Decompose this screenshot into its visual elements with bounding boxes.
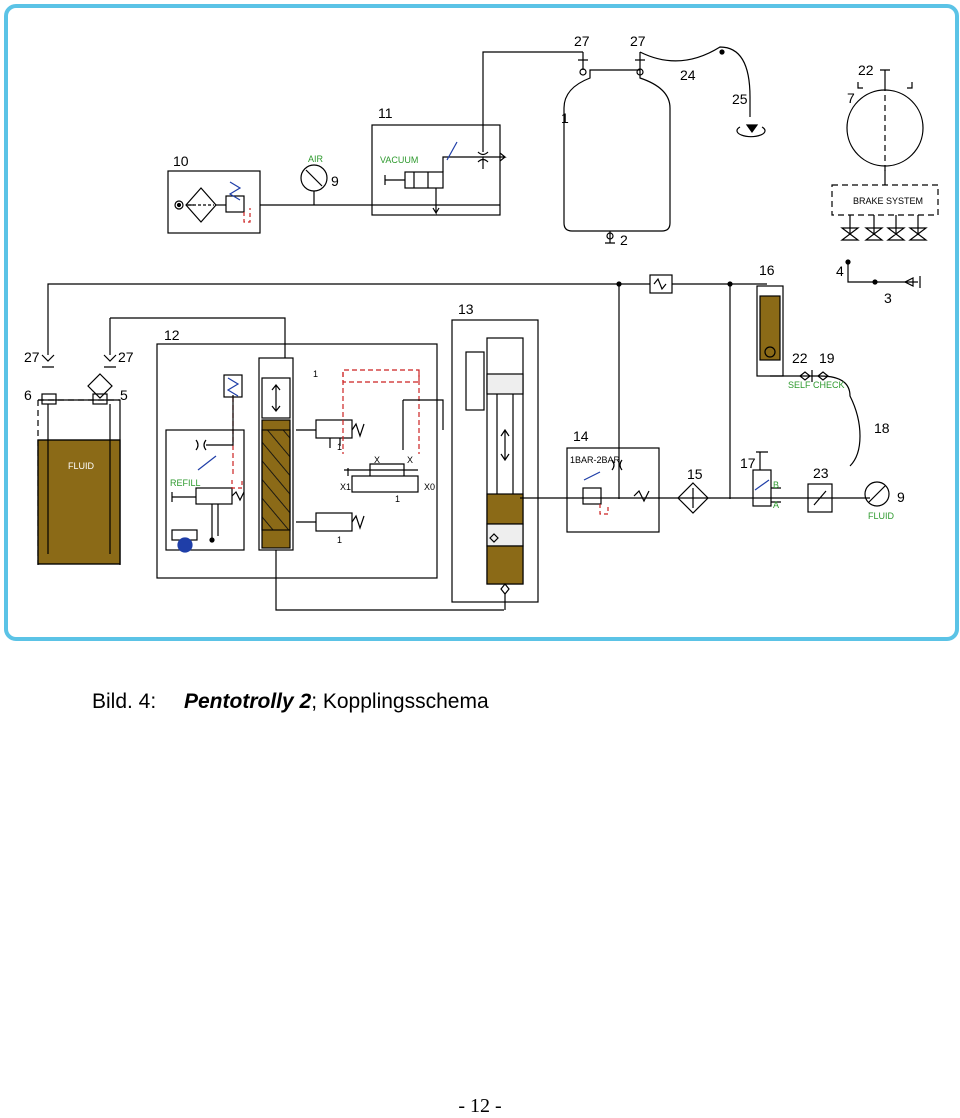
label-x1: X1 (340, 482, 351, 492)
label-x: X (374, 455, 380, 465)
label-v1c: 1 (395, 494, 400, 504)
label-27b: 27 (630, 33, 646, 49)
label-fluid-gauge: FLUID (868, 511, 895, 521)
fluid-tank (37, 439, 121, 565)
label-11: 11 (378, 105, 393, 121)
label-25: 25 (732, 91, 748, 107)
label-10: 10 (173, 153, 189, 169)
filter-15 (677, 482, 709, 514)
label-refill: REFILL (170, 478, 201, 488)
control-box-12 (156, 343, 438, 579)
caption-title: Pentotrolly 2 (184, 690, 312, 713)
label-x0: X0 (424, 482, 435, 492)
label-v1d: 1 (337, 535, 342, 545)
label-xbar: X (407, 455, 413, 465)
label-27a: 27 (574, 33, 590, 49)
caption-prefix: Bild. 4: (92, 690, 157, 713)
label-27d: 27 (118, 349, 134, 365)
refill-valve (195, 487, 233, 505)
page-number: - 12 - (458, 1095, 502, 1117)
label-b: B (773, 480, 779, 490)
label-3: 3 (884, 290, 892, 306)
label-23: 23 (813, 465, 829, 481)
valve-upper (315, 419, 353, 439)
label-a: A (773, 500, 779, 510)
label-v1b: 1 (337, 442, 342, 452)
label-v1a: 1 (313, 369, 318, 379)
box-13 (451, 319, 539, 603)
pressure-valve-14 (566, 447, 660, 533)
label-17: 17 (740, 455, 756, 471)
logic-valve (351, 475, 419, 493)
throttle-23 (807, 483, 833, 513)
label-self-check: SELF CHECK (788, 380, 845, 390)
label-12: 12 (164, 327, 180, 343)
figure-caption: Bild. 4: Pentotrolly 2; Kopplingsschema (92, 690, 489, 714)
label-27c: 27 (24, 349, 40, 365)
label-9a: 9 (331, 173, 339, 189)
label-13: 13 (458, 301, 474, 317)
label-14: 14 (573, 428, 589, 444)
vacuum-box (371, 124, 501, 216)
brake-system-box (831, 184, 939, 216)
label-24: 24 (680, 67, 696, 83)
fluid-gauge (864, 481, 890, 507)
label-18: 18 (874, 420, 890, 436)
label-22b: 22 (792, 350, 808, 366)
coupling-schematic: 27 27 24 25 1 11 10 9 2 22 7 16 4 3 13 1… (4, 4, 959, 641)
label-air: AIR (308, 154, 324, 164)
label-19: 19 (819, 350, 835, 366)
label-9b: 9 (897, 489, 905, 505)
label-16: 16 (759, 262, 775, 278)
label-2: 2 (620, 232, 628, 248)
label-6: 6 (24, 387, 32, 403)
label-brake-system: BRAKE SYSTEM (853, 196, 923, 206)
directional-valve-17 (752, 469, 772, 507)
label-5: 5 (120, 387, 128, 403)
label-bar-range: 1BAR-2BAR (570, 455, 621, 465)
valve-lower (315, 512, 353, 532)
label-22a: 22 (858, 62, 874, 78)
label-7: 7 (847, 90, 855, 106)
label-fluid-tank: FLUID (68, 461, 95, 471)
label-15: 15 (687, 466, 703, 482)
caption-rest: ; Kopplingsschema (311, 690, 489, 713)
label-4: 4 (836, 263, 844, 279)
label-1: 1 (561, 110, 569, 126)
diagram-frame (4, 4, 959, 641)
fluid-bottle (563, 69, 671, 232)
label-vacuum: VACUUM (380, 155, 418, 165)
filter-regulator-box (167, 170, 261, 234)
